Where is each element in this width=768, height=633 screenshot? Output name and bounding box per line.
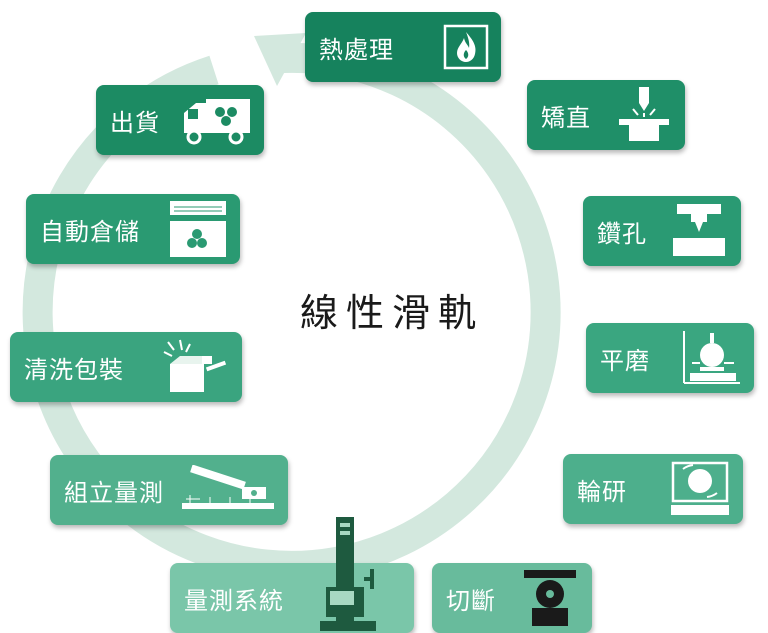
step-label: 輪研	[577, 477, 627, 506]
caliper-icon	[180, 465, 276, 515]
step-label: 量測系統	[184, 586, 284, 615]
step-shipping: 出貨	[96, 85, 264, 155]
step-label: 清洗包裝	[24, 355, 124, 384]
step-drilling: 鑽孔	[583, 196, 741, 266]
step-cutting: 切斷	[432, 563, 592, 633]
wheel-grind-icon	[669, 461, 731, 517]
step-label: 矯直	[541, 103, 591, 132]
step-measurement-system: 量測系統	[170, 517, 414, 633]
step-label: 平磨	[600, 346, 650, 375]
step-cleaning-packaging: 清洗包裝	[10, 332, 242, 402]
wash-box-icon	[160, 338, 230, 396]
step-surface-grinding: 平磨	[586, 323, 754, 393]
step-label: 自動倉儲	[40, 217, 140, 246]
height-gauge-icon	[318, 517, 408, 633]
step-assembly-measurement: 組立量測	[50, 455, 288, 525]
saw-icon	[520, 568, 580, 628]
drill-icon	[669, 202, 729, 260]
warehouse-icon	[168, 199, 228, 259]
cycle-arrowhead	[254, 33, 306, 86]
step-label: 組立量測	[64, 478, 164, 507]
press-icon	[615, 87, 673, 143]
grinder-icon	[680, 329, 742, 387]
truck-icon	[180, 95, 252, 145]
step-label: 出貨	[110, 108, 160, 137]
fire-icon	[443, 24, 489, 70]
step-label: 熱處理	[319, 35, 394, 64]
step-automated-warehouse: 自動倉儲	[26, 194, 240, 264]
step-label: 鑽孔	[597, 219, 647, 248]
step-label: 切斷	[446, 586, 496, 615]
step-wheel-grinding: 輪研	[563, 454, 743, 524]
step-heat-treatment: 熱處理	[305, 12, 501, 82]
center-title: 線性滑軌	[300, 291, 485, 335]
step-straightening: 矯直	[527, 80, 685, 150]
